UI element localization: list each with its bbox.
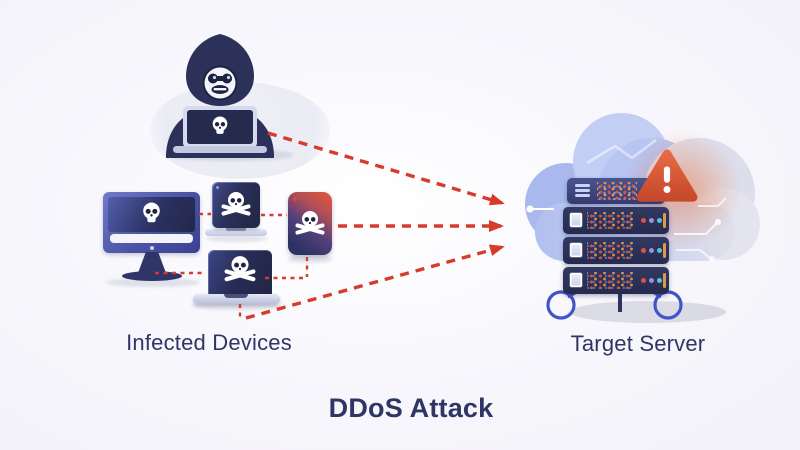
laptop-base bbox=[193, 294, 280, 304]
server-unit-2 bbox=[563, 207, 669, 234]
hacker-figure bbox=[166, 34, 274, 158]
monitor-screen bbox=[108, 197, 195, 232]
tablet-screen bbox=[212, 182, 260, 228]
server-handle-bar bbox=[663, 273, 666, 288]
infected-devices-label: Infected Devices bbox=[126, 330, 292, 355]
server-handle-bar bbox=[663, 243, 666, 258]
phone-shadow bbox=[287, 255, 333, 263]
status-led-purple bbox=[649, 218, 654, 223]
server-handle-bar bbox=[663, 213, 666, 228]
status-led-red bbox=[641, 278, 646, 283]
tablet-base bbox=[205, 229, 267, 236]
laptop-screen bbox=[208, 250, 272, 295]
laptop-notch bbox=[224, 294, 248, 298]
server-led-grid bbox=[587, 212, 633, 229]
status-led-blue bbox=[657, 248, 662, 253]
server-drive-icon bbox=[570, 243, 582, 257]
monitor-base bbox=[122, 271, 182, 281]
status-led-red bbox=[641, 248, 646, 253]
server-drive-icon bbox=[570, 273, 582, 287]
server-drive-icon bbox=[570, 213, 582, 227]
monitor-chin-dot bbox=[150, 246, 154, 250]
camera-dot-icon bbox=[216, 186, 219, 189]
tablet-shadow bbox=[206, 235, 268, 242]
monitor-stand bbox=[138, 252, 166, 273]
skull-crossbones-icon bbox=[295, 210, 325, 238]
monitor-address-bar bbox=[110, 234, 193, 243]
status-led-purple bbox=[649, 248, 654, 253]
tablet-hinge bbox=[226, 227, 246, 231]
server-led-grid bbox=[597, 182, 637, 200]
server-unit-4 bbox=[563, 267, 669, 294]
smartphone bbox=[288, 192, 332, 255]
arrow-laptop-to-server bbox=[245, 244, 505, 320]
status-led-blue bbox=[657, 218, 662, 223]
server-unit-3 bbox=[563, 237, 669, 264]
camera-dot-icon bbox=[293, 197, 297, 201]
status-led-purple bbox=[649, 278, 654, 283]
skull-crossbones-icon bbox=[224, 255, 256, 285]
status-led-red bbox=[641, 218, 646, 223]
skull-crossbones-icon bbox=[221, 191, 251, 219]
target-server-label: Target Server bbox=[570, 331, 706, 356]
warning-triangle-icon bbox=[636, 149, 698, 202]
monitor-shadow bbox=[106, 278, 200, 287]
diagram-title: DDoS Attack bbox=[328, 393, 494, 423]
server-slot-bars bbox=[575, 182, 590, 199]
desktop-monitor bbox=[103, 192, 200, 253]
laptop-shadow bbox=[191, 302, 281, 310]
server-led-grid bbox=[587, 272, 633, 289]
status-led-blue bbox=[657, 278, 662, 283]
skull-icon bbox=[139, 201, 164, 228]
server-led-grid bbox=[587, 242, 633, 259]
